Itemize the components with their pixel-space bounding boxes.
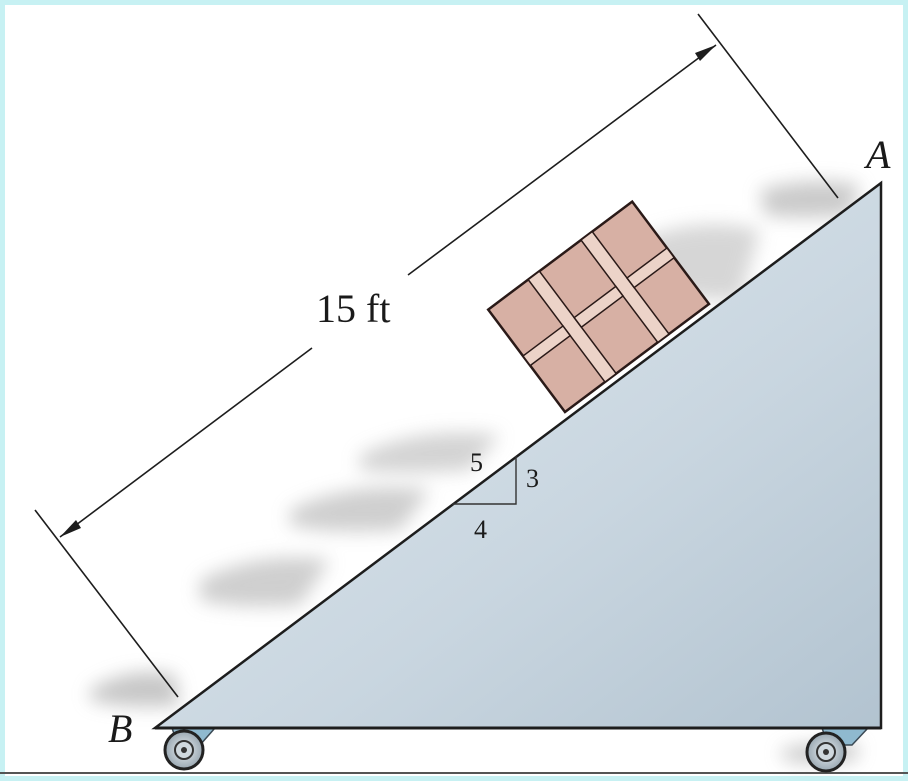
slope-hypotenuse-label: 5 — [470, 448, 483, 477]
dimension-label: 15 ft — [316, 286, 390, 331]
point-b-label: B — [108, 706, 132, 751]
motion-trail — [90, 181, 860, 763]
extension-line-bottom — [34, 509, 179, 698]
dimension-arrowhead-upper — [695, 45, 716, 61]
incline-wedge — [151, 180, 883, 730]
dimension-arrowhead-lower — [60, 520, 81, 537]
caster-left — [163, 727, 217, 771]
extension-line-top — [697, 13, 839, 199]
slope-triangle — [452, 456, 517, 505]
dimension-line — [34, 13, 839, 698]
dimension-segment-lower — [59, 347, 313, 538]
caster-right — [805, 727, 870, 773]
dimension-segment-upper — [407, 44, 717, 276]
crate — [486, 199, 711, 414]
slope-rise-label: 3 — [526, 464, 539, 493]
slope-run-label: 4 — [474, 515, 487, 544]
point-a-label: A — [863, 132, 891, 177]
